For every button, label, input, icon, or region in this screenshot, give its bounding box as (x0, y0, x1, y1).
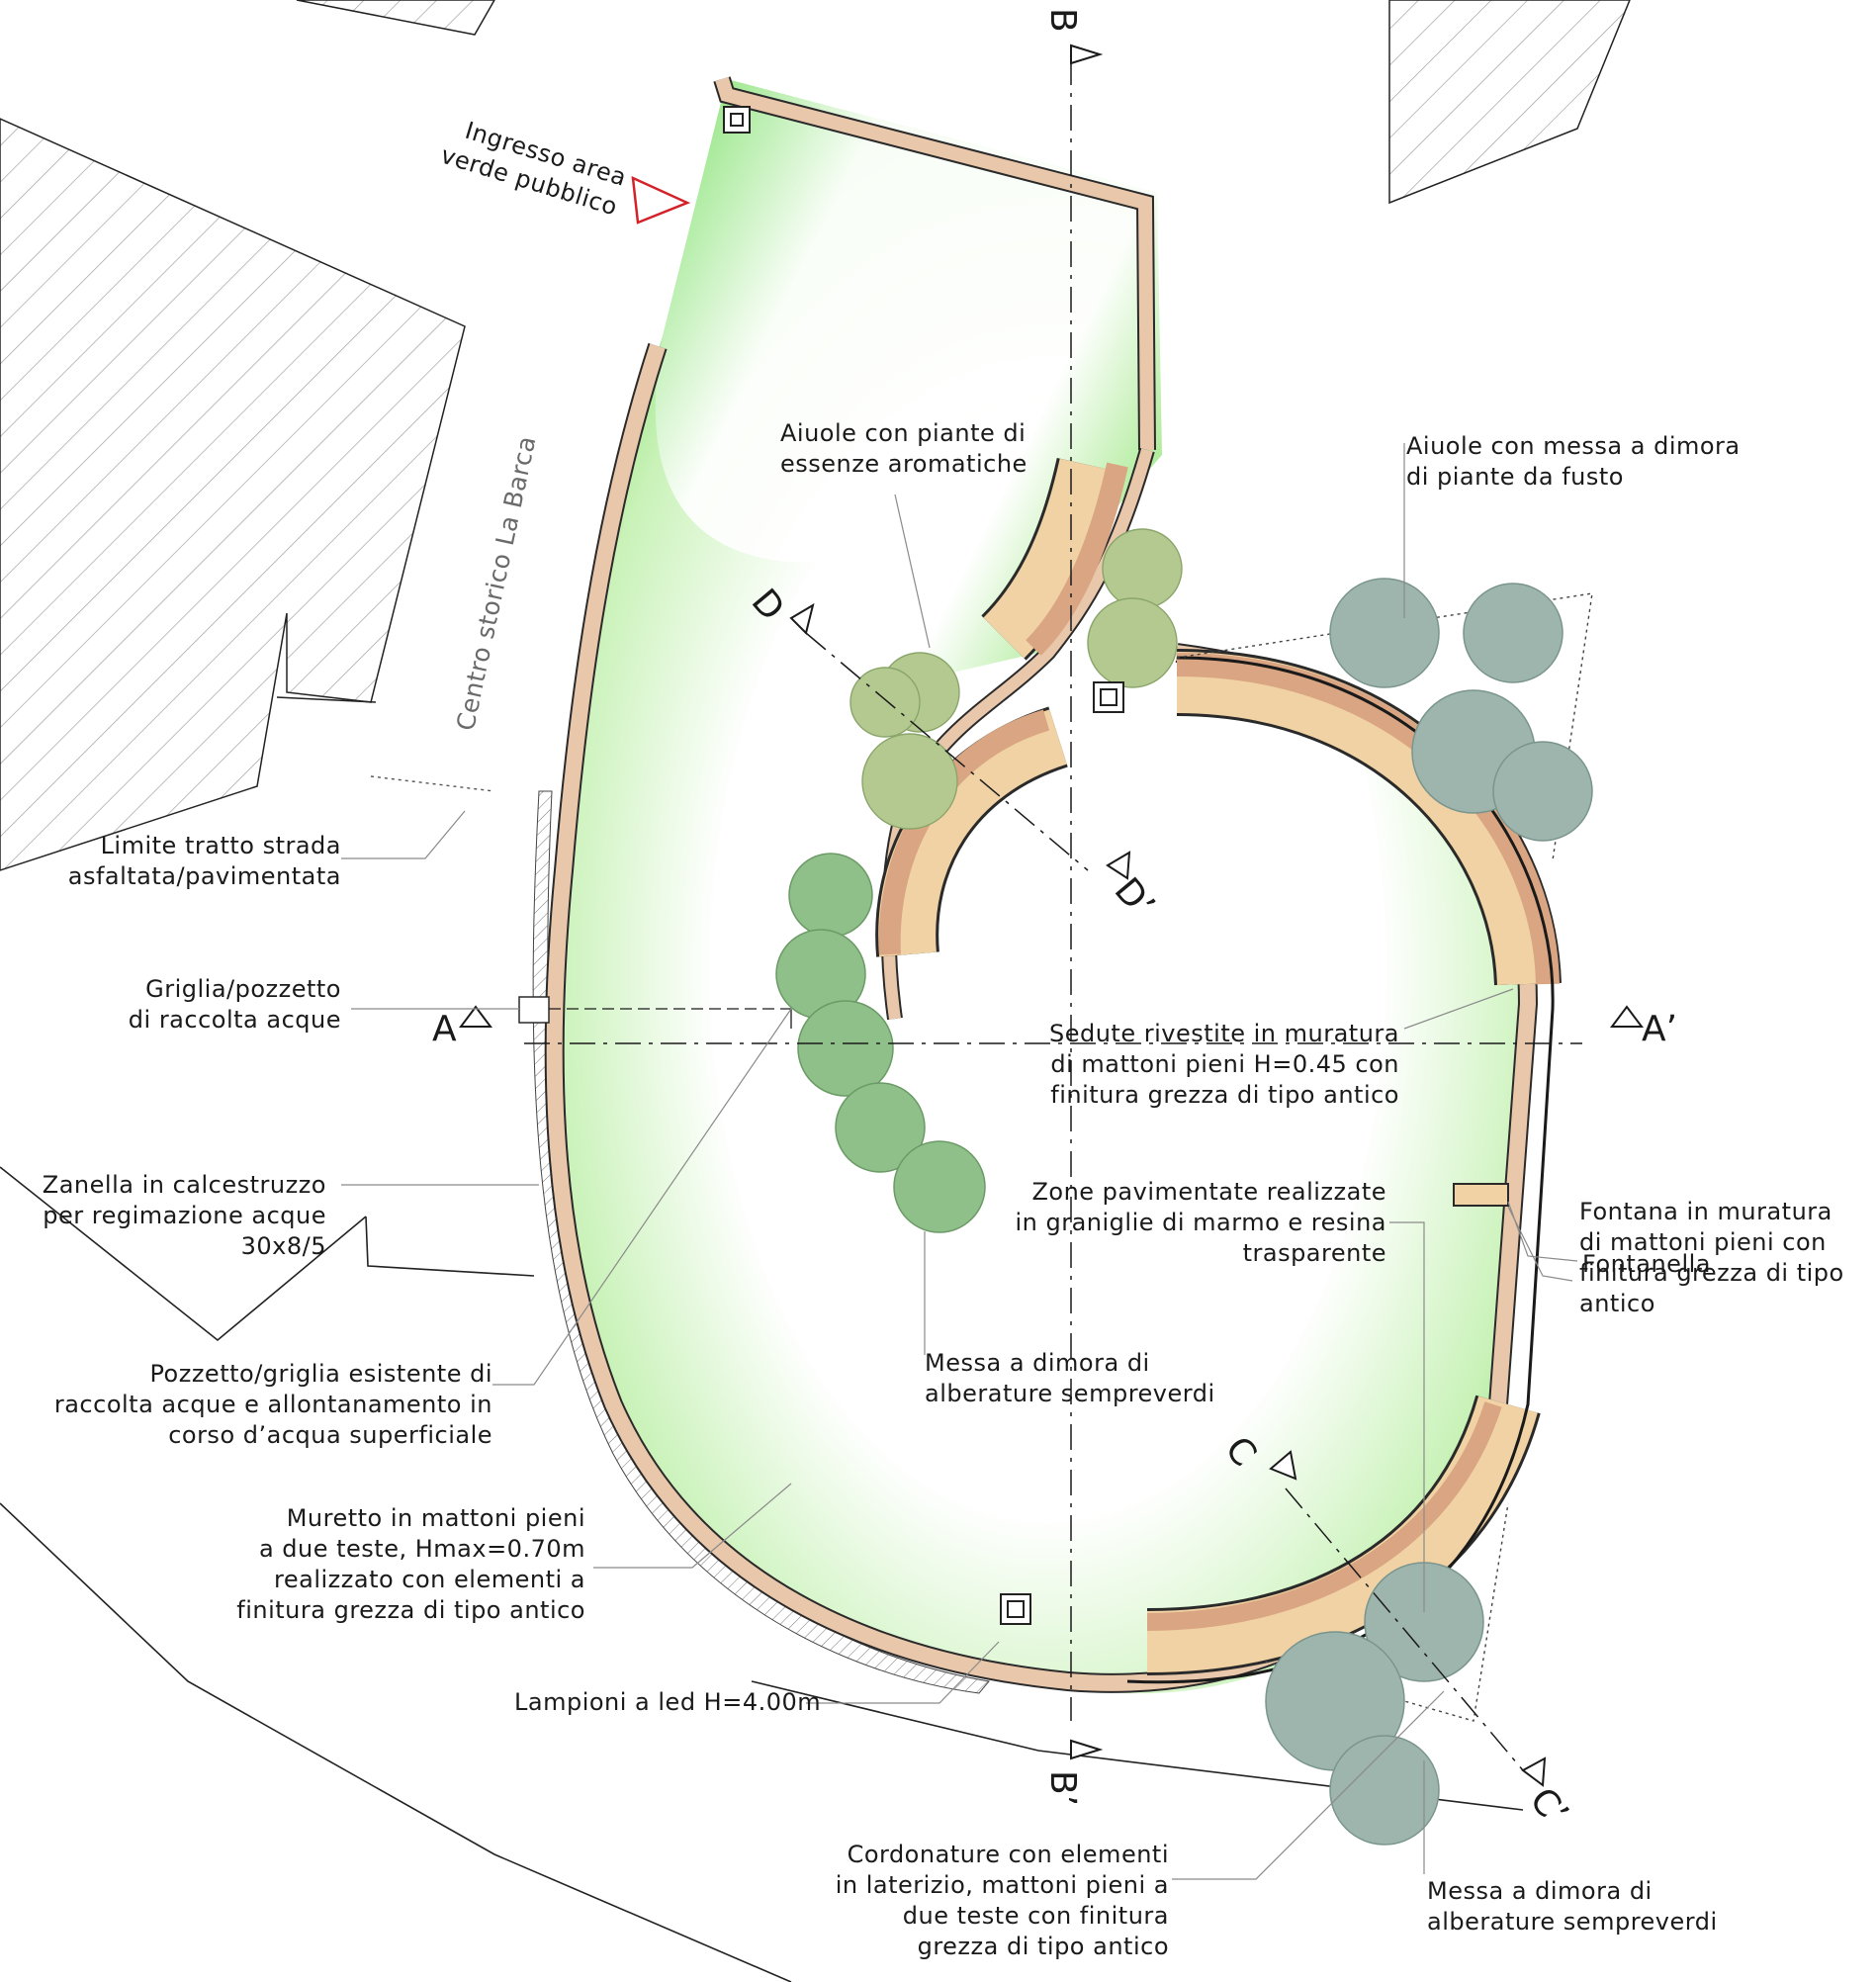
limit-line (370, 775, 495, 792)
section-b-label: B (1042, 8, 1083, 33)
existing-drain-label: Pozzetto/griglia esistente di raccolta a… (53, 1360, 492, 1449)
fountain-label: Fontana in muratura di mattoni pieni con… (1579, 1198, 1844, 1317)
lamp-label: Lampioni a led H=4.00m (514, 1688, 822, 1716)
entrance-arrow-icon (631, 175, 691, 225)
existing-buildings (0, 0, 1631, 871)
fountain-small-label: Fontanella (1582, 1250, 1711, 1278)
evergreen-bottom-label: Messa a dimora di alberature sempreverdi (1427, 1877, 1718, 1936)
building-top (296, 0, 495, 36)
evergreen-tree-icon (1265, 578, 1593, 1846)
evergreen-center-label: Messa a dimora di alberature sempreverdi (925, 1349, 1215, 1407)
section-marker-icon (459, 44, 1644, 1787)
tree-icon (775, 853, 986, 1233)
section-a-label: A (432, 1009, 457, 1049)
shrub-icon (849, 528, 1183, 830)
building-left (0, 118, 466, 871)
seats-label: Sedute rivestite in muratura di mattoni … (1048, 1020, 1399, 1109)
curb-label: Cordonature con elementi in laterizio, m… (835, 1841, 1169, 1960)
wall-label: Muretto in mattoni pieni a due teste, Hm… (236, 1504, 585, 1624)
leader-lines (341, 443, 1578, 1880)
paved-zones-label: Zone pavimentate realizzate in graniglie… (1015, 1178, 1386, 1267)
lamp-post-icon (723, 106, 1124, 1625)
section-b-prime-label: B’ (1042, 1770, 1083, 1807)
section-lines (524, 59, 1582, 1771)
fountain (1453, 1183, 1509, 1207)
tree-area-dotted (1176, 592, 1593, 861)
building-right (1388, 0, 1631, 205)
drain-grid-label: Griglia/pozzetto di raccolta acque (128, 975, 341, 1034)
trunk-trees-beds-label: Aiuole con messa a dimora di piante da f… (1406, 432, 1741, 491)
section-a-prime-label: A’ (1642, 1009, 1678, 1049)
limit-road-label: Limite tratto strada asfaltata/pavimenta… (67, 832, 341, 890)
zanella-label: Zanella in calcestruzzo per regimazione … (42, 1171, 326, 1260)
aromatic-beds-label: Aiuole con piante di essenze aromatiche (780, 419, 1027, 478)
drain-grate (518, 996, 550, 1024)
